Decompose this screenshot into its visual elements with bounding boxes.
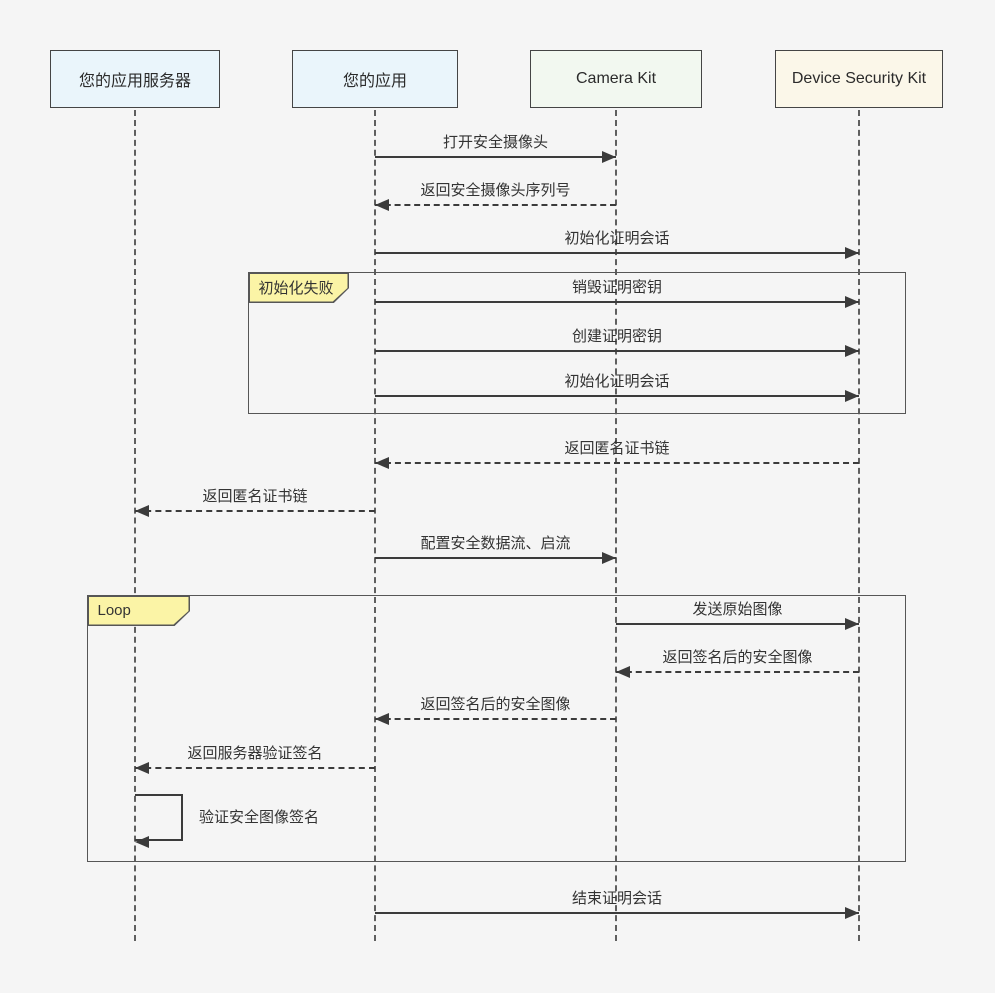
- arrow-line: [616, 623, 859, 625]
- participant-device-security-kit: Device Security Kit: [775, 50, 943, 108]
- arrowhead-left-icon: [375, 457, 389, 469]
- message-label: 配置安全数据流、启流: [420, 535, 571, 552]
- message-end-attestation-session: 结束证明会话: [375, 887, 859, 919]
- message-send-raw-image: 发送原始图像: [616, 598, 859, 630]
- message-label: 创建证明密钥: [571, 328, 662, 345]
- message-label: 初始化证明会话: [564, 373, 670, 390]
- message-create-attestation-key: 创建证明密钥: [375, 325, 859, 357]
- message-return-camera-serial: 返回安全摄像头序列号: [375, 179, 616, 211]
- participant-app-server-label: 您的应用服务器: [78, 73, 191, 90]
- arrow-line: [616, 671, 859, 673]
- arrowhead-left-icon: [375, 713, 389, 725]
- message-label: 打开安全摄像头: [442, 134, 548, 151]
- arrowhead-right-icon: [845, 247, 859, 259]
- message-return-signed-image-to-app: 返回签名后的安全图像: [375, 693, 616, 725]
- participant-camera-kit: Camera Kit: [530, 50, 702, 108]
- arrow-line: [375, 301, 859, 303]
- fragment-init-failure-tab: 初始化失败: [248, 272, 349, 303]
- fragment-loop: [87, 595, 906, 862]
- arrowhead-right-icon: [845, 390, 859, 402]
- arrow-line: [375, 462, 859, 464]
- message-label: 返回匿名证书链: [564, 440, 670, 457]
- message-label: 返回签名后的安全图像: [420, 696, 571, 713]
- message-label: 验证安全图像签名: [199, 809, 320, 826]
- participant-app: 您的应用: [292, 50, 458, 108]
- participant-camera-kit-label: Camera Kit: [575, 70, 657, 87]
- arrowhead-right-icon: [845, 907, 859, 919]
- message-destroy-attestation-key: 销毁证明密钥: [375, 276, 859, 308]
- arrow-line: [375, 350, 859, 352]
- lifeline-device-security-kit: [858, 110, 860, 941]
- arrowhead-left-icon: [616, 666, 630, 678]
- message-label: 返回签名后的安全图像: [662, 649, 813, 666]
- arrowhead-right-icon: [602, 151, 616, 163]
- message-return-anon-cert-chain-to-server: 返回匿名证书链: [135, 485, 375, 517]
- fragment-init-failure: [248, 272, 906, 414]
- arrow-line: [375, 204, 616, 206]
- lifeline-app-server: [134, 110, 136, 941]
- message-label: 结束证明会话: [571, 890, 662, 907]
- arrow-line: [375, 718, 616, 720]
- message-return-to-server-verify: 返回服务器验证签名: [135, 742, 375, 774]
- arrow-line: [375, 912, 859, 914]
- message-label: 销毁证明密钥: [571, 279, 662, 296]
- participant-app-server: 您的应用服务器: [50, 50, 220, 108]
- message-init-attestation-session-retry: 初始化证明会话: [375, 370, 859, 402]
- message-return-signed-image-to-camera: 返回签名后的安全图像: [616, 646, 859, 678]
- message-init-attestation-session: 初始化证明会话: [375, 227, 859, 259]
- message-verify-image-signature: 验证安全图像签名: [135, 794, 415, 848]
- arrowhead-left-icon: [375, 199, 389, 211]
- message-label: 返回匿名证书链: [202, 488, 308, 505]
- message-label: 返回安全摄像头序列号: [420, 182, 571, 199]
- self-loop-line: [135, 794, 183, 841]
- message-label: 初始化证明会话: [564, 230, 670, 247]
- message-label: 返回服务器验证签名: [187, 745, 323, 762]
- arrowhead-left-icon: [135, 836, 149, 848]
- fragment-loop-tab: Loop: [87, 595, 190, 626]
- message-return-anon-cert-chain-to-app: 返回匿名证书链: [375, 437, 859, 469]
- arrowhead-right-icon: [845, 296, 859, 308]
- fragment-init-failure-label: 初始化失败: [249, 273, 348, 302]
- lifeline-camera-kit: [615, 110, 617, 941]
- arrow-line: [375, 252, 859, 254]
- participant-device-security-kit-label: Device Security Kit: [791, 70, 927, 87]
- arrowhead-right-icon: [845, 345, 859, 357]
- arrow-line: [375, 557, 616, 559]
- message-configure-secure-stream: 配置安全数据流、启流: [375, 532, 616, 564]
- arrow-line: [135, 510, 375, 512]
- lifeline-app: [374, 110, 376, 941]
- arrowhead-left-icon: [135, 762, 149, 774]
- arrowhead-right-icon: [845, 618, 859, 630]
- arrowhead-right-icon: [602, 552, 616, 564]
- message-label: 发送原始图像: [692, 601, 783, 618]
- arrow-line: [375, 395, 859, 397]
- fragment-loop-label: Loop: [88, 596, 189, 625]
- arrow-line: [135, 767, 375, 769]
- arrowhead-left-icon: [135, 505, 149, 517]
- participant-app-label: 您的应用: [342, 73, 407, 90]
- message-open-secure-camera: 打开安全摄像头: [375, 131, 616, 163]
- arrow-line: [375, 156, 616, 158]
